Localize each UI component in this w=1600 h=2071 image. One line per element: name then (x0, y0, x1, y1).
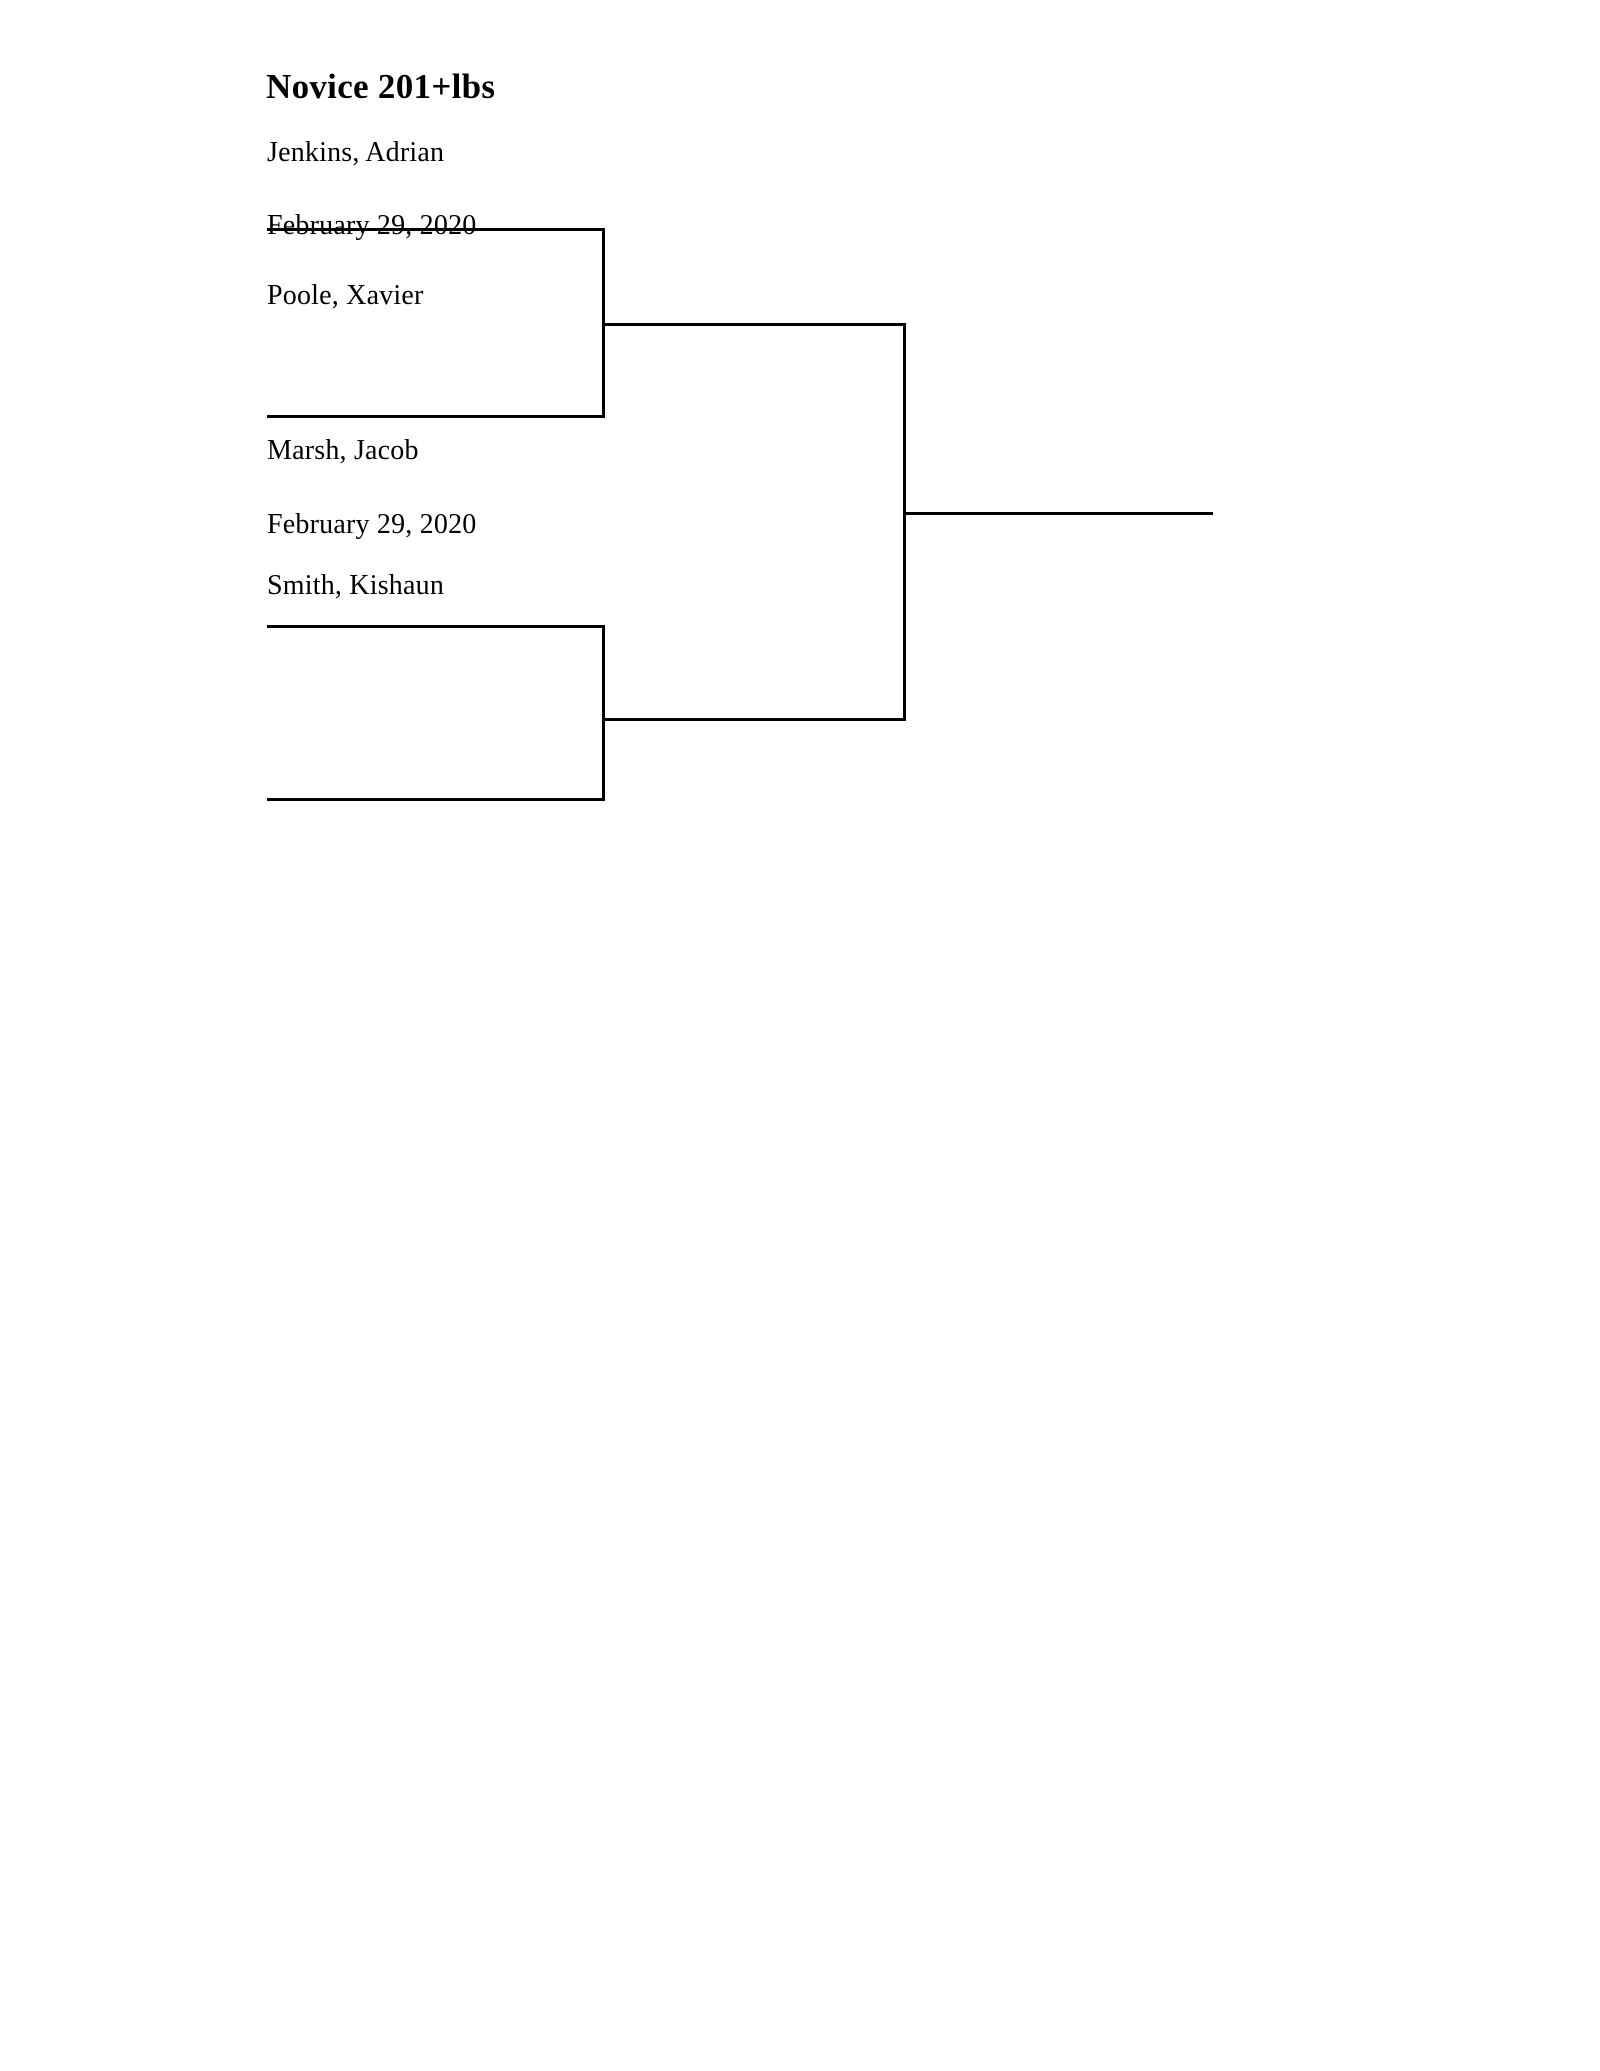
competitor-name-3[interactable]: Marsh, Jacob (267, 435, 419, 466)
competitor-name-2[interactable]: Poole, Xavier (267, 280, 424, 311)
champion-line (903, 512, 1213, 515)
competitor-1-underline (267, 228, 605, 231)
competitor-name-4[interactable]: Smith, Kishaun (267, 570, 445, 601)
match-date-2[interactable]: February 29, 2020 (267, 509, 477, 540)
competitor-2-underline (267, 415, 605, 418)
page-title: Novice 201+lbs (266, 67, 496, 106)
match-2-vertical-connector (602, 625, 605, 801)
competitor-4-underline (267, 798, 605, 801)
competitor-3-underline (267, 625, 605, 628)
final-vertical-connector (903, 323, 906, 721)
match-1-advance-line (602, 323, 906, 326)
match-2-advance-line (602, 718, 906, 721)
competitor-name-1[interactable]: Jenkins, Adrian (267, 137, 445, 168)
match-date-1[interactable]: February 29, 2020 (267, 210, 477, 241)
